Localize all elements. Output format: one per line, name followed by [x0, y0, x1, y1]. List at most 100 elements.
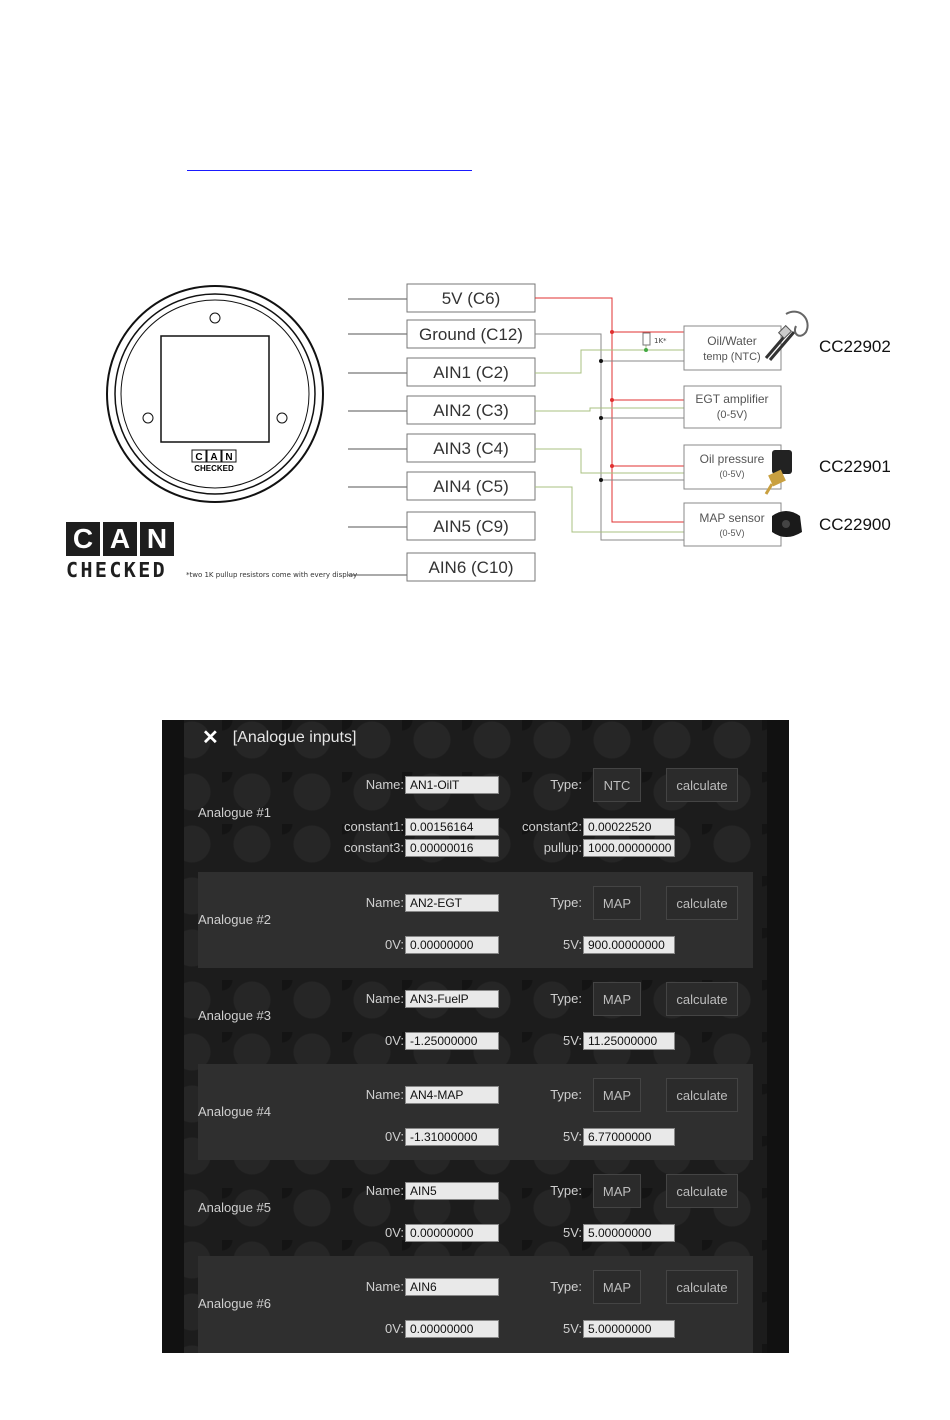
sensor-map-line2: (0-5V)	[719, 528, 744, 538]
brand-logo: C A N CHECKED	[66, 522, 178, 582]
five-volt-input[interactable]: 6.77000000	[583, 1128, 675, 1146]
calculate-button[interactable]: calculate	[666, 768, 738, 802]
name-label: Name:	[365, 1087, 404, 1102]
name-input[interactable]: AN4-MAP	[405, 1086, 499, 1104]
analogue-label: Analogue #1	[198, 805, 272, 820]
constant3-input[interactable]: 0.00000016	[405, 839, 499, 857]
part-code-cc22902: CC22902	[819, 337, 891, 356]
pin-ground: Ground (C12)	[419, 325, 523, 344]
analogue-section-6: Analogue #6 Name: AIN6 Type: MAP calcula…	[198, 1256, 753, 1353]
name-input[interactable]: AN2-EGT	[405, 894, 499, 912]
analogue-section-2: Analogue #2 Name: AN2-EGT Type: MAP calc…	[198, 872, 753, 968]
zero-volt-input[interactable]: 0.00000000	[405, 936, 499, 954]
analogue-label: Analogue #5	[198, 1200, 272, 1215]
calculate-button[interactable]: calculate	[666, 982, 738, 1016]
pullup-footnote: *two 1K pullup resistors come with every…	[186, 571, 358, 579]
zero-volt-input[interactable]: -1.25000000	[405, 1032, 499, 1050]
pin-ain4: AIN4 (C5)	[433, 477, 509, 496]
five-volt-label: 5V:	[562, 1129, 582, 1144]
constant3-label: constant3:	[344, 840, 404, 855]
five-volt-input[interactable]: 900.00000000	[583, 936, 675, 954]
constant2-label: constant2:	[522, 819, 582, 834]
pullup-label: pullup:	[543, 840, 582, 855]
logo-letter-c: C	[66, 522, 100, 556]
name-label: Name:	[365, 991, 404, 1006]
name-label: Name:	[365, 777, 404, 792]
pin-5v: 5V (C6)	[442, 289, 501, 308]
calculate-button[interactable]: calculate	[666, 886, 738, 920]
hyperlink-underline[interactable]	[187, 152, 472, 171]
pullup-input[interactable]: 1000.00000000	[583, 839, 675, 857]
zero-volt-input[interactable]: -1.31000000	[405, 1128, 499, 1146]
type-label: Type:	[550, 895, 582, 910]
five-volt-input[interactable]: 11.25000000	[583, 1032, 675, 1050]
panel-title: [Analogue inputs]	[232, 729, 357, 746]
analogue-inputs-panel: ✕ [Analogue inputs] Analogue #1 Name: AN…	[162, 720, 789, 1353]
analogue-section-3: Analogue #3 Name: AN3-FuelP Type: MAP ca…	[198, 970, 753, 1062]
zero-volt-label: 0V:	[384, 1033, 404, 1048]
pin-ain6: AIN6 (C10)	[428, 558, 513, 577]
sensor-egt-line1: EGT amplifier	[695, 392, 768, 406]
type-button[interactable]: MAP	[593, 1078, 641, 1112]
panel-header: ✕ [Analogue inputs]	[202, 728, 356, 748]
sensor-map-line1: MAP sensor	[699, 511, 764, 525]
pin-ain2: AIN2 (C3)	[433, 401, 509, 420]
constant1-label: constant1:	[344, 819, 404, 834]
analogue-label: Analogue #6	[198, 1296, 272, 1311]
zero-volt-input[interactable]: 0.00000000	[405, 1224, 499, 1242]
five-volt-label: 5V:	[562, 937, 582, 952]
logo-letter-a: A	[103, 522, 137, 556]
type-button[interactable]: NTC	[593, 768, 641, 802]
zero-volt-label: 0V:	[384, 1129, 404, 1144]
zero-volt-label: 0V:	[384, 1225, 404, 1240]
type-button[interactable]: MAP	[593, 886, 641, 920]
name-label: Name:	[365, 1279, 404, 1294]
gauge-logo-c: C	[195, 452, 202, 463]
gauge-drawing: C A N CHECKED	[106, 285, 324, 503]
analogue-section-4: Analogue #4 Name: AN4-MAP Type: MAP calc…	[198, 1064, 753, 1160]
constant1-input[interactable]: 0.00156164	[405, 818, 499, 836]
type-label: Type:	[550, 991, 582, 1006]
type-button[interactable]: MAP	[593, 1270, 641, 1304]
calculate-button[interactable]: calculate	[666, 1174, 738, 1208]
calculate-button[interactable]: calculate	[666, 1078, 738, 1112]
pin-ain3: AIN3 (C4)	[433, 439, 509, 458]
name-input[interactable]: AIN6	[405, 1278, 499, 1296]
name-label: Name:	[365, 895, 404, 910]
ntc-sensor-icon	[764, 310, 809, 361]
analogue-label: Analogue #3	[198, 1008, 272, 1023]
name-input[interactable]: AN3-FuelP	[405, 990, 499, 1008]
sensor-egt-line2: (0-5V)	[717, 409, 748, 421]
name-input[interactable]: AIN5	[405, 1182, 499, 1200]
sensor-oilwater-line2: temp (NTC)	[703, 351, 760, 363]
wiring-diagram: C A N CHECKED 5V (C6) Ground (C12) AIN1 …	[106, 283, 891, 582]
type-label: Type:	[550, 1183, 582, 1198]
pressure-sensor-icon	[764, 450, 792, 495]
type-button[interactable]: MAP	[593, 1174, 641, 1208]
analogue-section-1: Analogue #1 Name: AN1-OilT Type: NTC cal…	[198, 760, 753, 870]
gauge-logo-n: N	[225, 452, 232, 463]
five-volt-input[interactable]: 5.00000000	[583, 1320, 675, 1338]
type-label: Type:	[550, 777, 582, 792]
zero-volt-input[interactable]: 0.00000000	[405, 1320, 499, 1338]
zero-volt-label: 0V:	[384, 937, 404, 952]
sensor-oilpressure-line2: (0-5V)	[719, 469, 744, 479]
calculate-button[interactable]: calculate	[666, 1270, 738, 1304]
panel-left-rail	[162, 720, 184, 1353]
resistor-symbol	[642, 332, 651, 346]
expand-icon[interactable]: ✕	[202, 727, 219, 749]
type-label: Type:	[550, 1087, 582, 1102]
name-input[interactable]: AN1-OilT	[405, 776, 499, 794]
type-label: Type:	[550, 1279, 582, 1294]
type-button[interactable]: MAP	[593, 982, 641, 1016]
analogue-label: Analogue #4	[198, 1104, 272, 1119]
zero-volt-label: 0V:	[384, 1321, 404, 1336]
five-volt-input[interactable]: 5.00000000	[583, 1224, 675, 1242]
part-code-cc22901: CC22901	[819, 457, 891, 476]
constant2-input[interactable]: 0.00022520	[583, 818, 675, 836]
five-volt-label: 5V:	[562, 1225, 582, 1240]
gauge-logo-checked: CHECKED	[194, 464, 234, 473]
part-code-cc22900: CC22900	[819, 515, 891, 534]
sensor-oilpressure-line1: Oil pressure	[700, 452, 765, 466]
gauge-logo-a: A	[210, 452, 217, 463]
